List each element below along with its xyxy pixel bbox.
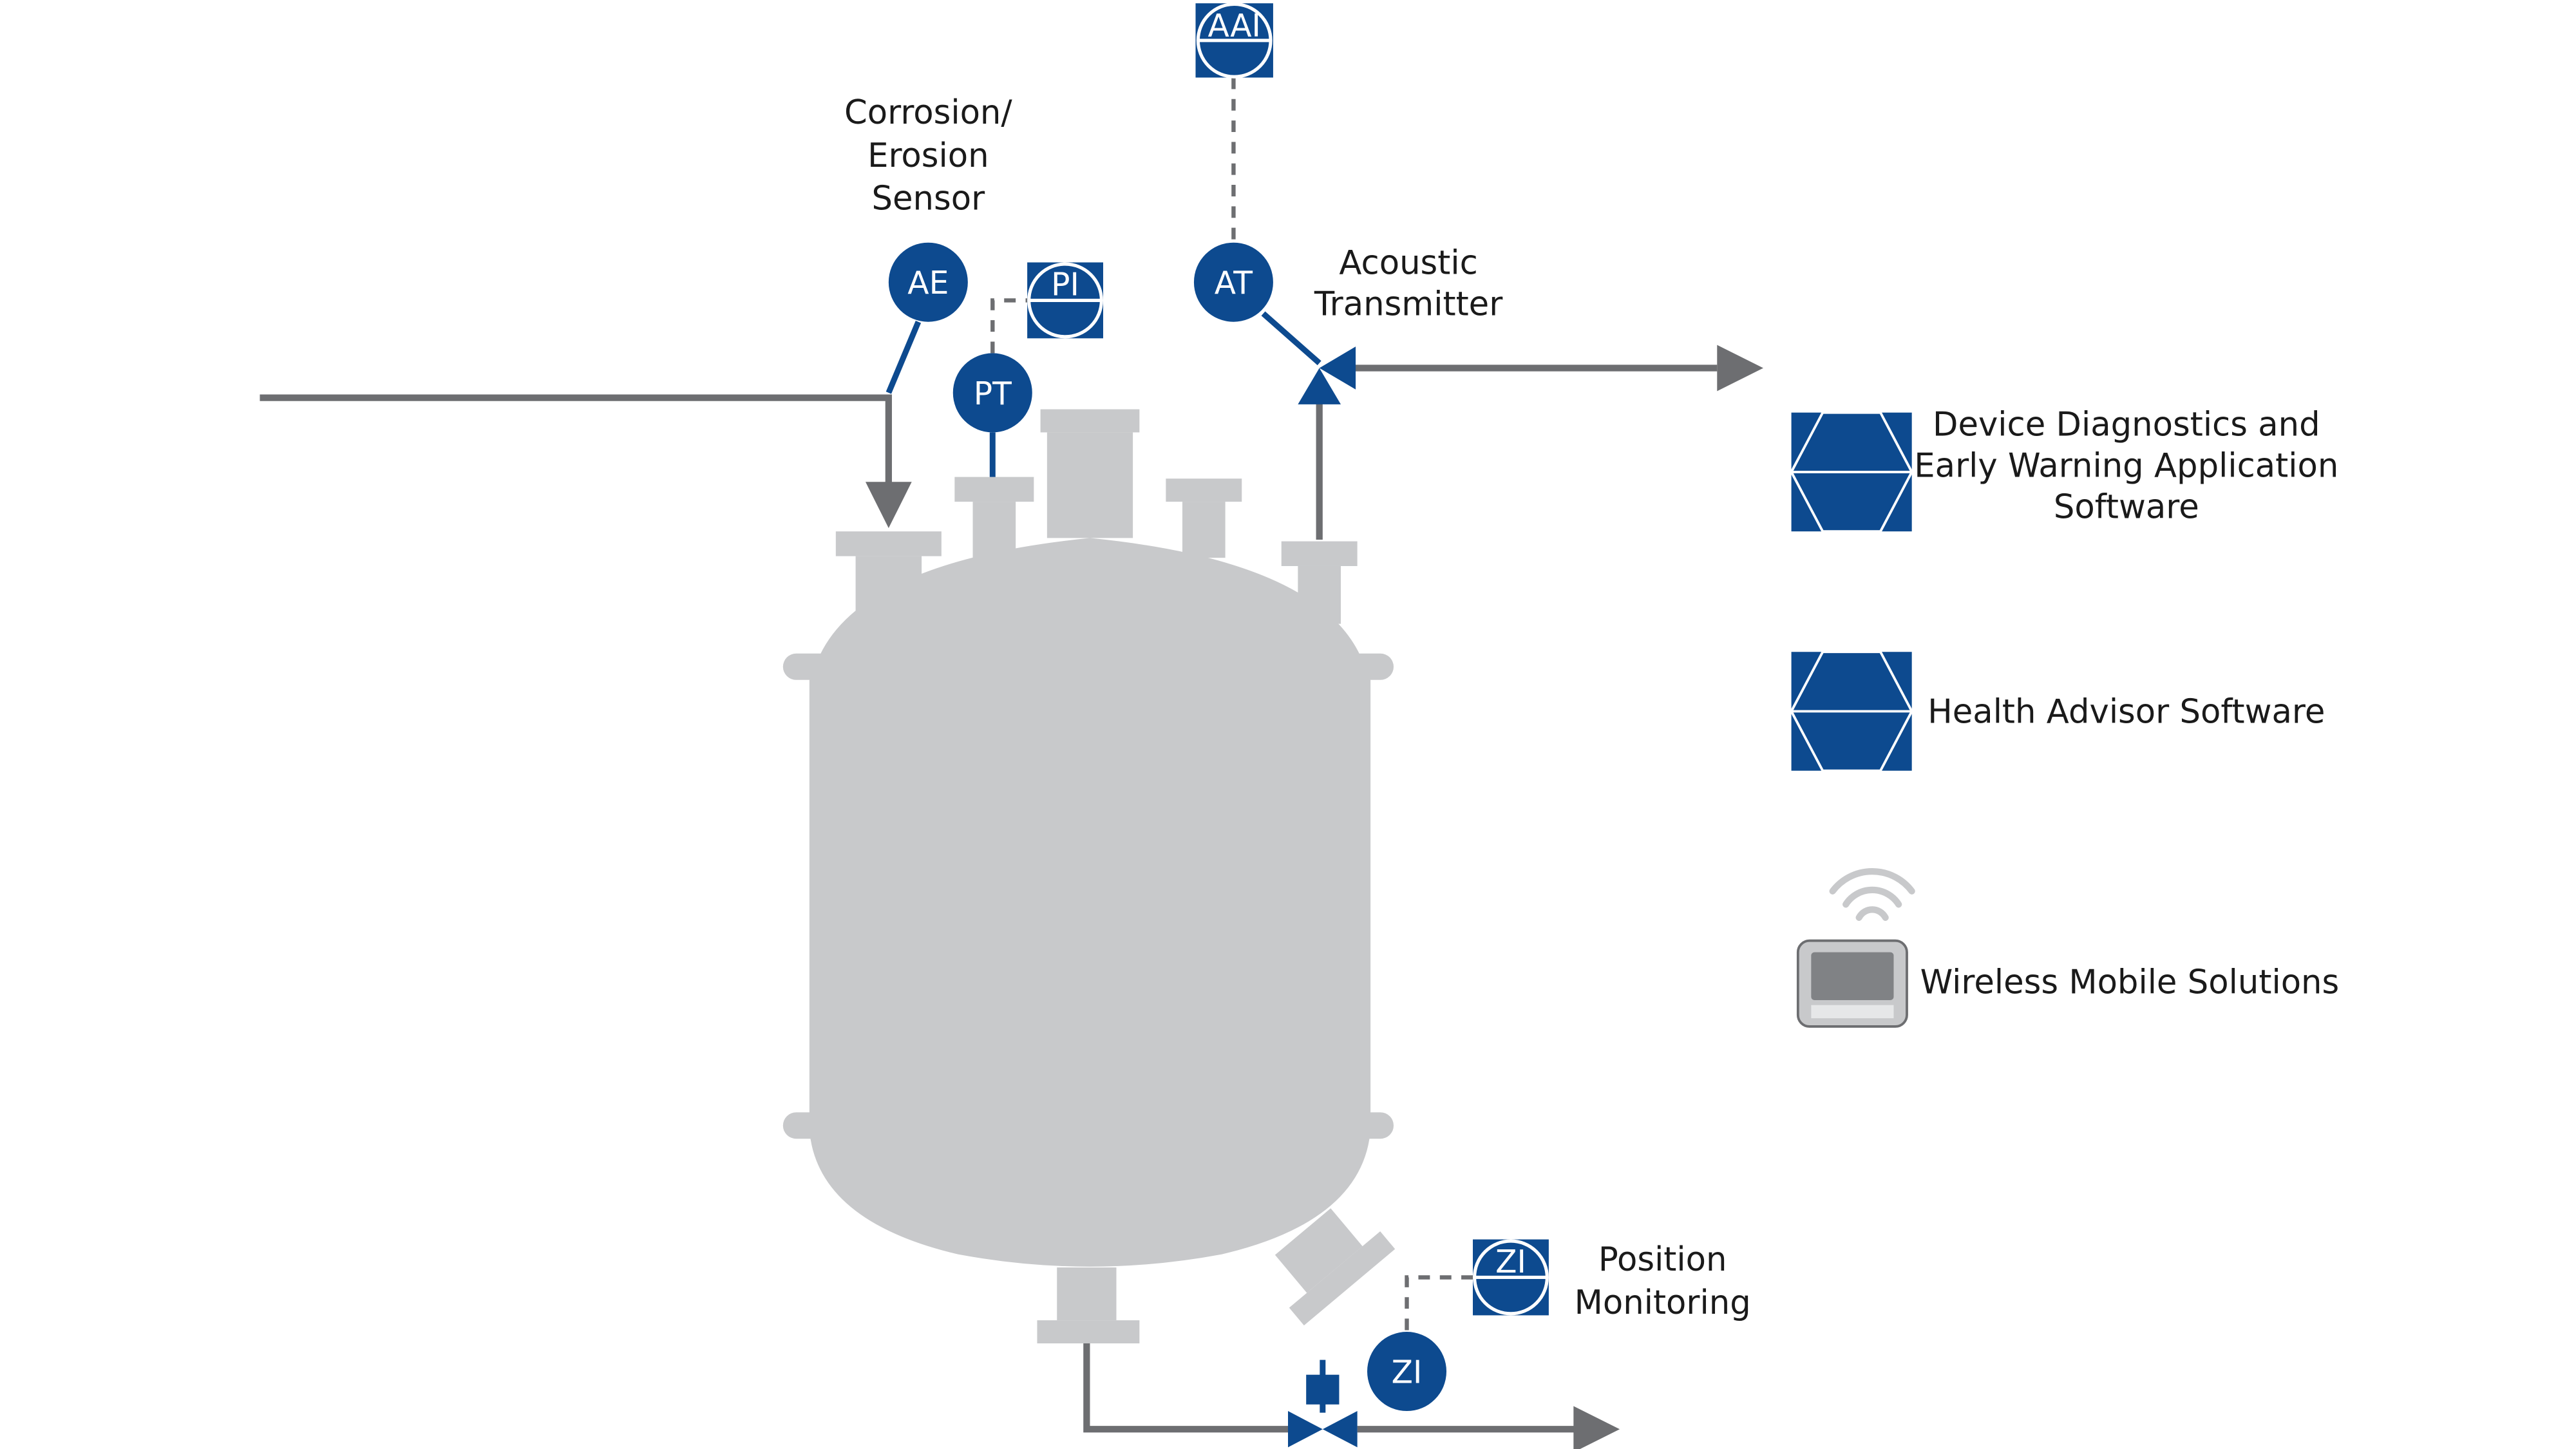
legend-diagnostics-line-3: Software [2054, 488, 2199, 527]
software-hexagon-icon [1790, 650, 1913, 772]
position-line-2: Monitoring [1575, 1283, 1751, 1322]
legend-item-diagnostics: Device Diagnostics and Early Warning App… [1790, 406, 2338, 533]
aai-indicator: AAI [1195, 2, 1273, 79]
pt-transmitter: PT [952, 353, 1032, 433]
software-hexagon-icon [1790, 411, 1913, 533]
legend-item-health-advisor: Health Advisor Software [1790, 650, 2325, 772]
legend-diagnostics-line-1: Device Diagnostics and [1933, 406, 2320, 444]
corrosion-line-1: Corrosion/ [844, 93, 1012, 132]
acoustic-label: Acoustic Transmitter [1314, 243, 1503, 323]
wireless-tablet-icon [1796, 867, 1915, 1028]
acoustic-line-2: Transmitter [1314, 285, 1503, 323]
corrosion-label: Corrosion/ Erosion Sensor [844, 93, 1012, 218]
zi-sensor: ZI [1367, 1332, 1447, 1412]
legend-health-advisor-text: Health Advisor Software [1927, 692, 2325, 731]
aai-label: AAI [1208, 8, 1261, 44]
ae-sensor: AE [888, 242, 968, 322]
corrosion-line-2: Erosion [867, 137, 989, 175]
pi-label: PI [1051, 267, 1079, 303]
process-pipes [260, 365, 1718, 1433]
signal-lines [990, 77, 1473, 1331]
legend-diagnostics-line-2: Early Warning Application [1914, 447, 2338, 486]
pt-label: PT [974, 376, 1012, 412]
legend-item-wireless: Wireless Mobile Solutions [1796, 867, 2340, 1028]
corrosion-line-3: Sensor [872, 179, 986, 218]
zi-indicator: ZI [1473, 1239, 1549, 1316]
flow-arrows [865, 345, 1764, 1449]
acoustic-line-1: Acoustic [1339, 243, 1477, 282]
acoustic-valve [1298, 336, 1356, 404]
zi-sensor-label: ZI [1392, 1354, 1423, 1390]
reactor-vessel [782, 409, 1396, 1343]
at-label: AT [1215, 265, 1253, 301]
ae-label: AE [907, 265, 949, 301]
pi-indicator: PI [1027, 262, 1103, 339]
position-label: Position Monitoring [1575, 1240, 1751, 1322]
control-valve [1288, 1374, 1358, 1448]
position-line-1: Position [1598, 1240, 1727, 1279]
legend-wireless-text: Wireless Mobile Solutions [1920, 963, 2340, 1002]
zi-display-label: ZI [1495, 1244, 1526, 1280]
legend: Device Diagnostics and Early Warning App… [1790, 406, 2340, 1028]
at-transmitter: AT [1193, 242, 1273, 322]
